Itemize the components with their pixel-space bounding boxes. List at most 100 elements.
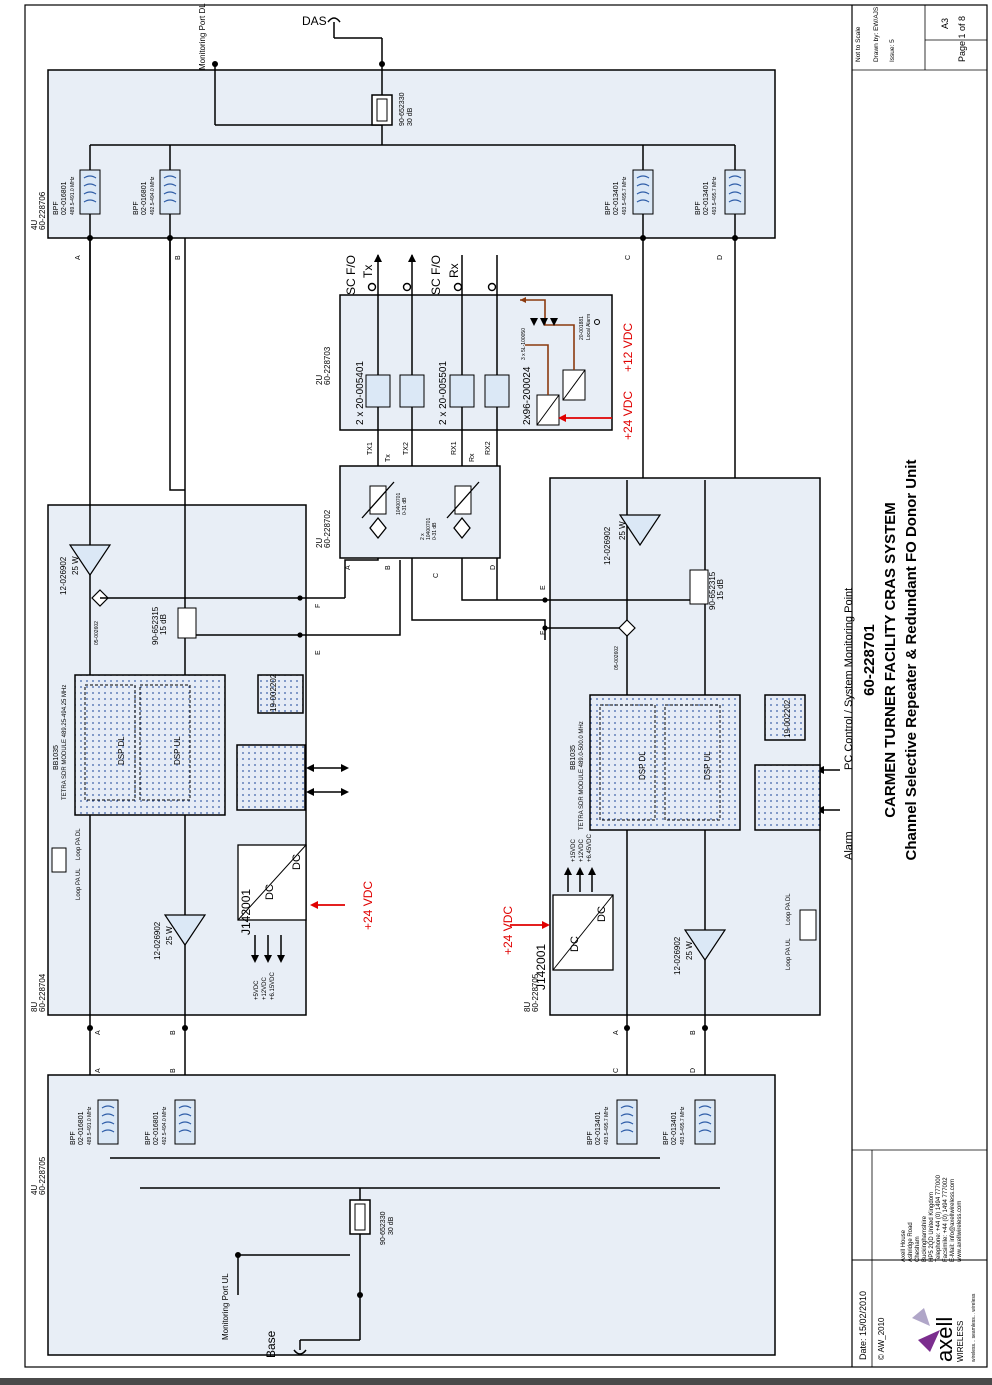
monitor-port-dl: Monitoring Port DL [198, 3, 382, 126]
not-to-scale: Not to Scale [855, 26, 862, 62]
issue: Issue: 5 [889, 39, 896, 62]
svg-text:493.5-495.7 MHz: 493.5-495.7 MHz [622, 176, 628, 215]
svg-text:Loop PA DL: Loop PA DL [786, 893, 792, 925]
svg-text:2U: 2U [315, 375, 324, 385]
svg-text:DSP UL: DSP UL [703, 751, 712, 780]
svg-text:02-016801: 02-016801 [78, 1111, 85, 1145]
svg-text:02-013401: 02-013401 [671, 1111, 678, 1145]
svg-text:B: B [170, 1068, 177, 1073]
svg-text:+6.15VDC: +6.15VDC [270, 971, 276, 1000]
company-tagline: wireless... seamless... wireless [971, 1293, 977, 1362]
svg-text:BB1035: BB1035 [570, 745, 577, 770]
svg-text:60-228706: 60-228706 [38, 191, 47, 230]
alarm-label: Alarm [843, 831, 855, 860]
svg-text:90-652315: 90-652315 [708, 571, 717, 610]
svg-text:60-228703: 60-228703 [323, 346, 332, 385]
svg-text:4U: 4U [30, 1185, 39, 1195]
svg-text:J142001: J142001 [239, 889, 253, 935]
svg-text:BPF: BPF [663, 1131, 670, 1145]
svg-text:25 W: 25 W [71, 556, 80, 575]
drawn-by: Drawn by: EW/AJS [873, 6, 880, 62]
svg-text:Tx: Tx [385, 454, 392, 462]
svg-text:Facsimile: +44 (0) 1494 777002: Facsimile: +44 (0) 1494 777002 [943, 1177, 949, 1262]
svg-text:2 x 20-005401: 2 x 20-005401 [355, 361, 366, 425]
svg-text:493.5-495.7 MHz: 493.5-495.7 MHz [680, 1106, 686, 1145]
svg-text:90-652330: 90-652330 [399, 92, 406, 126]
svg-text:C: C [433, 573, 440, 578]
svg-text:B: B [690, 1030, 697, 1035]
atten-module: 2U 60-228702 10400701 0-31 dB 2 x 104007… [315, 465, 501, 559]
svg-text:Chesham: Chesham [915, 1236, 921, 1262]
svg-text:B: B [385, 565, 392, 570]
svg-text:12-026902: 12-026902 [673, 936, 682, 975]
svg-text:492.5-494.0 MHz: 492.5-494.0 MHz [162, 1106, 168, 1145]
svg-text:2x96-200024: 2x96-200024 [522, 366, 533, 425]
svg-text:492.5-494.0 MHz: 492.5-494.0 MHz [150, 176, 156, 215]
svg-text:25 W: 25 W [618, 521, 627, 540]
svg-text:HP5 2QD United Kingdom: HP5 2QD United Kingdom [929, 1192, 935, 1262]
svg-text:F: F [315, 604, 322, 608]
svg-text:D: D [717, 255, 724, 260]
svg-text:60-228702: 60-228702 [323, 509, 332, 548]
fo-12vdc-label: +12 VDC [621, 323, 635, 372]
svg-text:DAS: DAS [302, 14, 327, 28]
drawing-number: 60-228701 [861, 624, 878, 696]
svg-text:D: D [490, 565, 497, 570]
system-title: CARMEN TURNER FACILITY CRAS SYSTEM [882, 502, 899, 818]
company-sub: WIRELESS [956, 1321, 965, 1362]
bpf-bottom-2: BPF 02-016801 492.5-494.0 MHz [145, 1099, 196, 1145]
svg-text:+6.45VDC: +6.45VDC [587, 833, 593, 862]
svg-text:60-228705: 60-228705 [38, 1156, 47, 1195]
svg-text:+5VDC: +5VDC [254, 980, 260, 1000]
sdr-a-24vdc-label: +24 VDC [361, 881, 375, 930]
svg-text:02-013401: 02-013401 [595, 1111, 602, 1145]
svg-text:2U: 2U [315, 538, 324, 548]
bottom-bar [0, 1378, 992, 1385]
svg-text:RX2: RX2 [485, 441, 492, 455]
svg-text:DC: DC [569, 936, 581, 952]
svg-text:02-013401: 02-013401 [703, 181, 710, 215]
svg-text:A: A [345, 565, 352, 570]
svg-text:20-001881: 20-001881 [579, 316, 585, 340]
svg-text:J142001: J142001 [534, 944, 548, 990]
title-block: A3 Page 1 of 8 Not to Scale Drawn by: EW… [851, 5, 987, 1367]
svg-text:A: A [613, 1030, 620, 1035]
svg-text:15 dB: 15 dB [159, 614, 168, 635]
svg-text:2 x 20-005501: 2 x 20-005501 [438, 361, 449, 425]
svg-text:493.5-495.7 MHz: 493.5-495.7 MHz [604, 1106, 610, 1145]
panel-sdr-a: 8U 60-228704 12-026902 25 W 05-002602 90… [30, 238, 345, 1300]
svg-text:TX1: TX1 [367, 442, 374, 455]
svg-text:E: E [540, 585, 547, 590]
svg-text:D: D [690, 1068, 697, 1073]
svg-text:B: B [170, 1030, 177, 1035]
svg-text:Buckinghamshire: Buckinghamshire [922, 1215, 928, 1262]
svg-text:25 W: 25 W [165, 926, 174, 945]
svg-text:10400701: 10400701 [396, 493, 402, 515]
svg-text:02-016801: 02-016801 [153, 1111, 160, 1145]
svg-text:DSP UL: DSP UL [173, 736, 182, 765]
fo-module: 2U 60-228703 SC F/O Tx SC F/O Rx 2 x 20-… [315, 254, 613, 478]
das-port: DAS [302, 14, 383, 95]
sc-fo-tx-label: SC F/O [344, 255, 358, 295]
copyright: © AW_2010 [877, 1317, 886, 1360]
svg-text:TX2: TX2 [403, 442, 410, 455]
svg-text:Rx: Rx [469, 453, 476, 462]
svg-text:BPF: BPF [53, 201, 60, 215]
svg-text:B: B [175, 255, 182, 260]
coupler-bottom: 90-652330 30 dB [235, 1199, 395, 1355]
svg-text:05-002602: 05-002602 [614, 646, 620, 670]
bpf-bottom-3: BPF 02-013401 493.5-495.7 MHz [587, 1099, 638, 1145]
svg-text:30 dB: 30 dB [388, 1216, 395, 1235]
svg-text:BPF: BPF [605, 201, 612, 215]
svg-text:DSP DL: DSP DL [638, 751, 647, 780]
svg-text:BPF: BPF [70, 1131, 77, 1145]
svg-text:10400701: 10400701 [426, 518, 432, 540]
svg-text:BPF: BPF [133, 201, 140, 215]
svg-text:2 x: 2 x [420, 533, 426, 540]
svg-text:19-002202: 19-002202 [269, 673, 278, 712]
company-brand: axell [932, 1317, 957, 1362]
svg-text:Local Alarm: Local Alarm [586, 314, 592, 340]
sheet-size: A3 [940, 18, 950, 29]
sdr-a-power: +24 VDC [310, 881, 375, 930]
address-block: Axell House Ashridge Road Chesham Buckin… [901, 1174, 963, 1263]
